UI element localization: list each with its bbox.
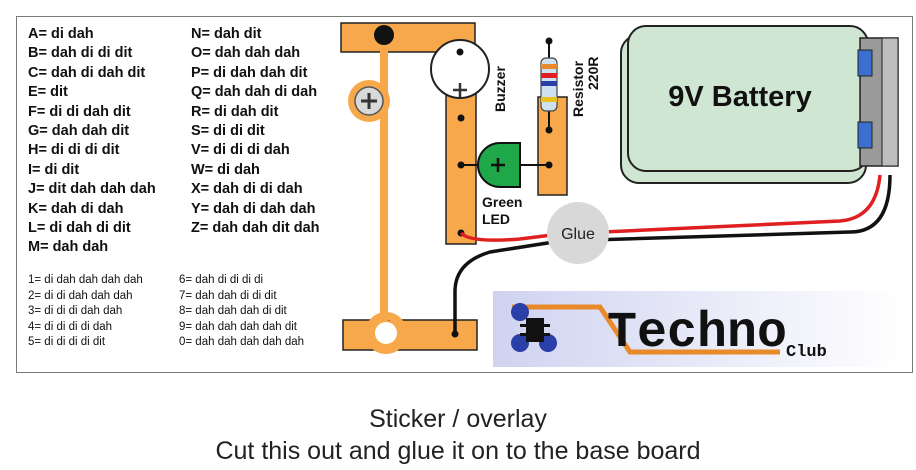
caption-line1: Sticker / overlay [369,405,547,433]
led-label-line2: LED [482,211,510,227]
morse-number-entry: 0= dah dah dah dah dah [179,336,305,349]
red-wire [459,174,882,242]
morse-letter-entry: L= di dah di dit [28,220,131,237]
morse-letter-entry: O= dah dah dah [191,45,301,62]
morse-letter-entry: P= di dah dah dit [191,64,308,81]
resistor-track [537,96,568,196]
morse-letter-entry: Q= dah dah di dah [191,84,318,101]
caption-line2: Cut this out and glue it on to the base … [215,437,701,465]
morse-numbers-col2: 6= dah di di di di 7= dah dah di di dit 8=… [179,273,304,351]
morse-number-entry: 9= dah dah dah dah dit [179,320,297,333]
morse-number-entry: 6= dah di di di di [179,274,264,286]
morse-letter-entry: Y= dah di dah dah [191,200,316,217]
morse-letter-entry: B= dah di di dit [28,45,133,62]
glue-spot [547,202,609,264]
morse-letter-entry: V= di di di dah [191,142,290,159]
morse-letter-entry: R= di dah dit [191,103,279,120]
morse-letters-col1: A= di dah B= dah di di dit C= dah di dah d… [28,25,156,258]
morse-number-entry: 5= di di di di dit [28,336,106,349]
black-wire [453,174,892,334]
morse-number-entry: 4= di di di di dah [28,320,113,333]
buzzer-label: Buzzer [492,66,508,112]
morse-number-entry: 2= di di dah dah dah [28,289,133,302]
morse-numbers-col1: 1= di dah dah dah dah 2= di di dah dah da… [28,273,143,351]
resistor-value-label: 220R [585,57,601,90]
logo-suffix: Club [786,343,827,362]
battery-label: 9V Battery [668,81,811,113]
morse-letter-entry: N= dah dit [191,26,262,42]
morse-number-entry: 8= dah dah dah di dit [179,305,287,318]
top-rivet [374,25,394,45]
morse-letter-entry: M= dah dah [28,239,109,256]
morse-letter-entry: E= dit [28,84,68,101]
morse-number-entry: 7= dah dah di di dit [179,289,277,302]
morse-letter-entry: Z= dah dah dit dah [191,220,320,237]
circuit-diagram: Buzzer Resistor 220R Green LED 9V Batter… [340,22,903,367]
morse-letter-entry: K= dah di dah [28,200,124,217]
bottom-ring [365,312,407,354]
morse-letter-entry: G= dah dah dit [28,123,130,140]
logo-chip-icon [526,318,544,342]
morse-letters-col2: N= dah dit O= dah dah dah P= di dah dah di… [191,25,320,238]
morse-number-entry: 1= di dah dah dah dah [28,274,143,286]
morse-letter-entry: H= di di di dit [28,142,120,159]
morse-letter-entry: W= di dah [191,161,260,178]
glue-label: Glue [561,226,595,243]
logo-word: Techno [607,305,787,362]
morse-number-entry: 3= di di di dah dah [28,305,123,318]
top-track [340,22,476,53]
led-label-line1: Green [482,194,522,210]
morse-letter-entry: S= di di dit [191,123,265,140]
morse-letter-entry: J= dit dah dah dah [28,181,156,198]
resistor-label: Resistor [570,60,586,117]
morse-letter-entry: A= di dah [28,26,94,42]
morse-letter-entry: X= dah di di dah [191,181,303,198]
buzzer-icon [430,39,490,99]
morse-letter-entry: C= dah di dah dit [28,64,146,81]
morse-letter-entry: I= di dit [28,161,80,178]
morse-letter-entry: F= di di dah dit [28,103,131,120]
